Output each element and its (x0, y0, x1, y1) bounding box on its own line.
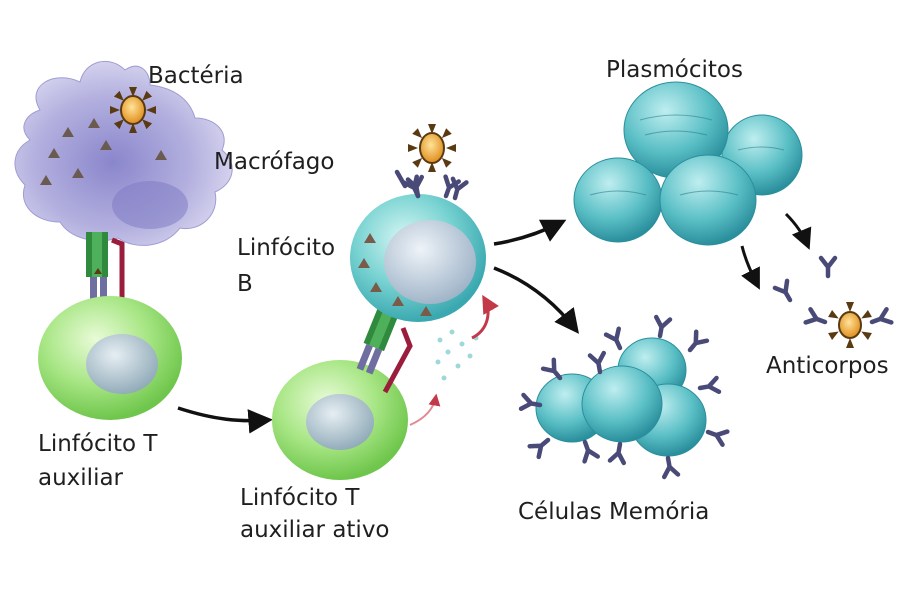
cytokine-signals (435, 329, 479, 381)
signal-arrow-lower (409, 393, 441, 426)
free-antibodies (775, 258, 891, 329)
label-active-t-line2: auxiliar ativo (240, 517, 390, 543)
label-b-cell-line1: Linfócito (237, 235, 336, 261)
label-active-t-line1: Linfócito T (240, 485, 360, 511)
label-plasma-cells: Plasmócitos (606, 57, 743, 83)
label-helper-t-line2: auxiliar (38, 465, 124, 491)
arrow-to-memory (493, 266, 579, 334)
arrow-activation (177, 406, 273, 434)
label-b-cell-line2: B (237, 271, 253, 297)
arrow-to-plasma (493, 219, 567, 246)
b-cell (350, 169, 486, 322)
label-helper-t-line1: Linfócito T (38, 431, 158, 457)
label-macrophage: Macrófago (214, 149, 335, 175)
arrow-plasma-2 (784, 212, 812, 250)
bacteria-on-b-cell-icon (408, 124, 456, 172)
memory-cells (521, 317, 727, 477)
receptor-complex-1 (86, 232, 125, 307)
arrow-plasma-1 (740, 245, 760, 290)
bacteria-bound-icon (828, 302, 872, 348)
signal-arrow-upper (471, 294, 499, 340)
macrophage-cell (14, 61, 233, 246)
bacteria-icon (110, 87, 156, 133)
plasma-cells (573, 81, 803, 246)
label-memory-cells: Células Memória (518, 499, 710, 525)
label-bacteria: Bactéria (148, 63, 244, 89)
label-antibodies: Anticorpos (766, 353, 889, 379)
active-helper-t-cell (272, 360, 408, 480)
helper-t-cell (38, 296, 182, 420)
